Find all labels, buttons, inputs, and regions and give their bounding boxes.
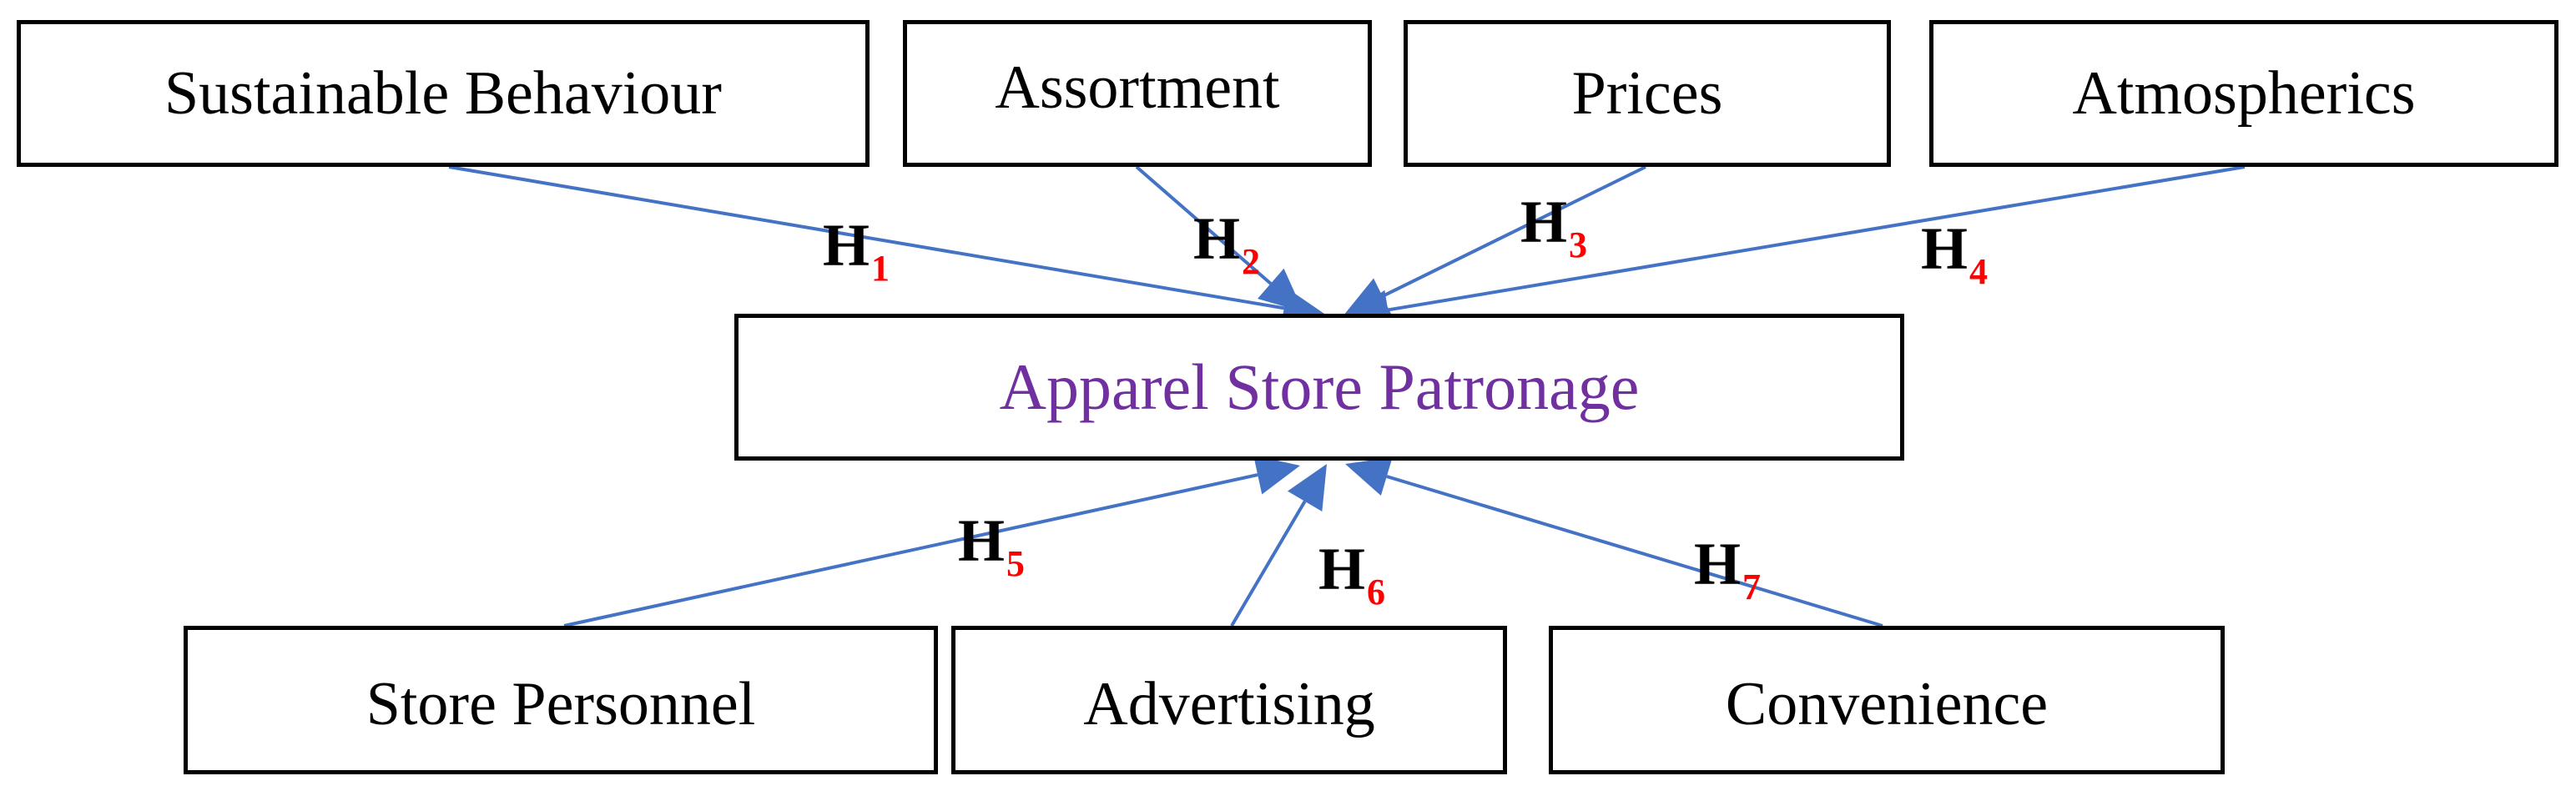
arrow-h6-head — [1287, 464, 1327, 511]
arrow-h6-line — [1230, 500, 1307, 627]
hypothesis-subscript-1: 1 — [871, 248, 890, 289]
hypothesis-subscript-3: 3 — [1569, 224, 1588, 265]
factor-label-assortment: Assortment — [995, 53, 1280, 122]
factor-box-atmospherics: Atmospherics — [1929, 20, 2558, 167]
hypothesis-label-h2: H2 — [1193, 205, 1261, 282]
hypothesis-label-h5: H5 — [958, 507, 1026, 584]
factor-box-advertising: Advertising — [951, 626, 1507, 774]
hypothesis-subscript-4: 4 — [1969, 251, 1989, 292]
factor-label-atmospherics: Atmospherics — [2072, 59, 2416, 128]
hypothesis-subscript-6: 6 — [1367, 572, 1386, 612]
center-construct-label: Apparel Store Patronage — [999, 350, 1640, 423]
factor-box-assortment: Assortment — [903, 20, 1372, 167]
arrow-h4-line — [1387, 165, 2246, 312]
hypothesis-label-h1: H1 — [823, 212, 890, 289]
factor-label-advertising: Advertising — [1083, 670, 1375, 738]
hypothesis-label-h7: H7 — [1694, 531, 1762, 607]
hypothesis-label-h3: H3 — [1520, 189, 1588, 265]
hypothesis-subscript-2: 2 — [1242, 241, 1261, 282]
hypothesis-label-h6: H6 — [1318, 536, 1386, 612]
factor-box-prices: Prices — [1404, 20, 1891, 167]
arrow-h2-head — [1258, 268, 1303, 312]
arrow-h7-line — [1386, 475, 1883, 627]
hypothesis-subscript-7: 7 — [1742, 567, 1762, 607]
arrow-h3-line — [1381, 165, 1646, 298]
arrow-h5-head — [1253, 455, 1300, 495]
factor-label-convenience: Convenience — [1725, 670, 2049, 738]
hypothesis-label-h4: H4 — [1921, 215, 1989, 292]
factor-label-sustainable-behaviour: Sustainable Behaviour — [164, 59, 722, 128]
arrow-h5-line — [563, 473, 1258, 627]
hypothesis-subscript-5: 5 — [1006, 543, 1026, 584]
factor-label-store-personnel: Store Personnel — [365, 670, 756, 738]
center-construct-box: Apparel Store Patronage — [734, 314, 1904, 461]
arrow-h2-line — [1135, 165, 1273, 285]
factor-box-sustainable-behaviour: Sustainable Behaviour — [17, 20, 870, 167]
factor-box-convenience: Convenience — [1549, 626, 2225, 774]
factor-label-prices: Prices — [1571, 59, 1723, 128]
arrow-h1-line — [448, 165, 1285, 310]
arrow-group — [448, 165, 2246, 627]
factor-box-store-personnel: Store Personnel — [184, 626, 938, 774]
arrow-h7-head — [1345, 457, 1393, 496]
